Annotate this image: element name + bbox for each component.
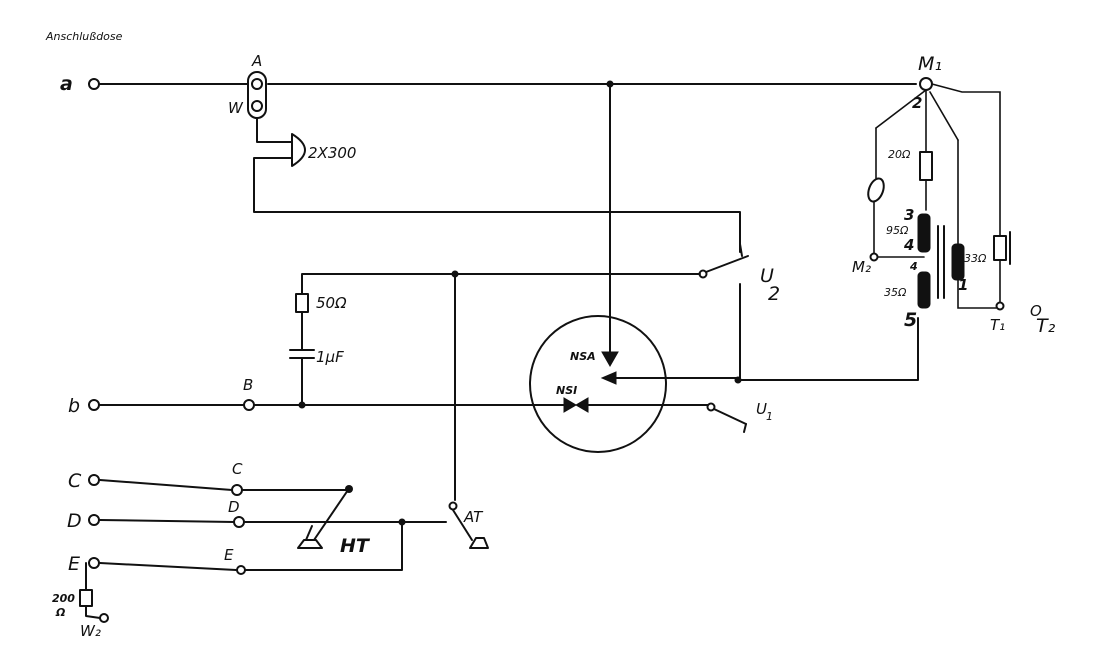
label-r-20: 20Ω: [888, 148, 911, 161]
rotary-dial-circle: [529, 315, 667, 453]
label-b: b: [68, 395, 80, 417]
label-t2-letter: O: [1030, 302, 1042, 320]
title-anschlussdose: Anschlußdose: [45, 30, 123, 43]
label-d: D: [67, 510, 82, 532]
bell-2x300: [253, 117, 741, 253]
label-ht: HT: [340, 535, 371, 557]
label-contact-c: C: [232, 460, 243, 478]
microphone-capsule: [867, 177, 885, 203]
label-u2-sub: 2: [768, 283, 780, 305]
earth-key-at: [448, 273, 489, 549]
label-contact-d: D: [228, 498, 240, 516]
label-pin-4b: 4: [909, 260, 918, 273]
label-bell: 2X300: [308, 144, 356, 162]
label-capacitor: 1µF: [316, 348, 344, 366]
terminal-w2: [99, 613, 109, 623]
contact-aw-block: [247, 71, 267, 119]
contact-b: [243, 399, 255, 411]
label-u1-sub: 1: [766, 410, 773, 423]
label-r-35: 35Ω: [884, 286, 907, 299]
resistor-20-ohm: [919, 151, 933, 181]
label-r-33: 33Ω: [964, 252, 987, 265]
label-m2: M₂: [852, 258, 871, 276]
terminal-b: [88, 399, 100, 411]
coil-95-ohm: [917, 213, 931, 253]
label-u1: U: [756, 400, 767, 418]
label-r-95: 95Ω: [886, 224, 909, 237]
nsi-contact: [563, 397, 709, 413]
nsa-contact-arrow: [601, 351, 619, 368]
label-t2: T₂: [1036, 315, 1056, 337]
receiver-earpiece: [993, 235, 1007, 261]
label-resistor-200-value: 200: [52, 592, 75, 605]
label-nsa: NSA: [570, 350, 596, 363]
label-pin-2: 2: [912, 94, 922, 112]
terminal-t1: [995, 301, 1005, 311]
terminal-d: [88, 514, 100, 526]
label-w2: W₂: [80, 622, 101, 640]
coil-33-ohm: [951, 243, 965, 281]
label-pin-4a: 4: [903, 236, 914, 254]
label-resistor-200-unit: Ω: [55, 606, 65, 619]
label-a: a: [60, 73, 73, 95]
label-pin-1: 1: [958, 276, 968, 294]
terminal-c: [88, 474, 100, 486]
contact-e: [236, 565, 246, 575]
terminal-m2: [869, 252, 879, 262]
label-resistor-50: 50Ω: [316, 294, 347, 312]
resistor-50-ohm: [295, 293, 309, 313]
contact-c: [231, 484, 243, 496]
label-pin-5: 5: [904, 309, 917, 331]
label-t1: T₁: [990, 316, 1005, 334]
terminal-e: [88, 557, 100, 569]
hook-switch-ht: [297, 489, 349, 549]
label-nsi: NSI: [556, 384, 577, 397]
label-contact-b: B: [243, 376, 253, 394]
label-contact-w: W: [228, 99, 244, 117]
label-pin-3: 3: [904, 206, 914, 224]
coil-35-ohm: [917, 271, 931, 309]
contact-d: [233, 516, 245, 528]
label-at: AT: [463, 508, 484, 526]
switch-u1: [706, 402, 747, 433]
label-e: E: [68, 553, 80, 575]
label-contact-a: A: [251, 52, 262, 70]
terminal-m1: [919, 77, 933, 91]
switch-u2: [705, 243, 749, 381]
label-u2: U: [760, 265, 774, 287]
resistor-200-ohm: [79, 589, 93, 607]
capacitor-1uf: [289, 349, 315, 359]
label-c: C: [68, 470, 82, 492]
junction-b-cap: [298, 401, 306, 409]
label-m1: M₁: [918, 53, 942, 75]
terminal-a: [88, 78, 100, 90]
label-contact-e: E: [224, 546, 234, 564]
